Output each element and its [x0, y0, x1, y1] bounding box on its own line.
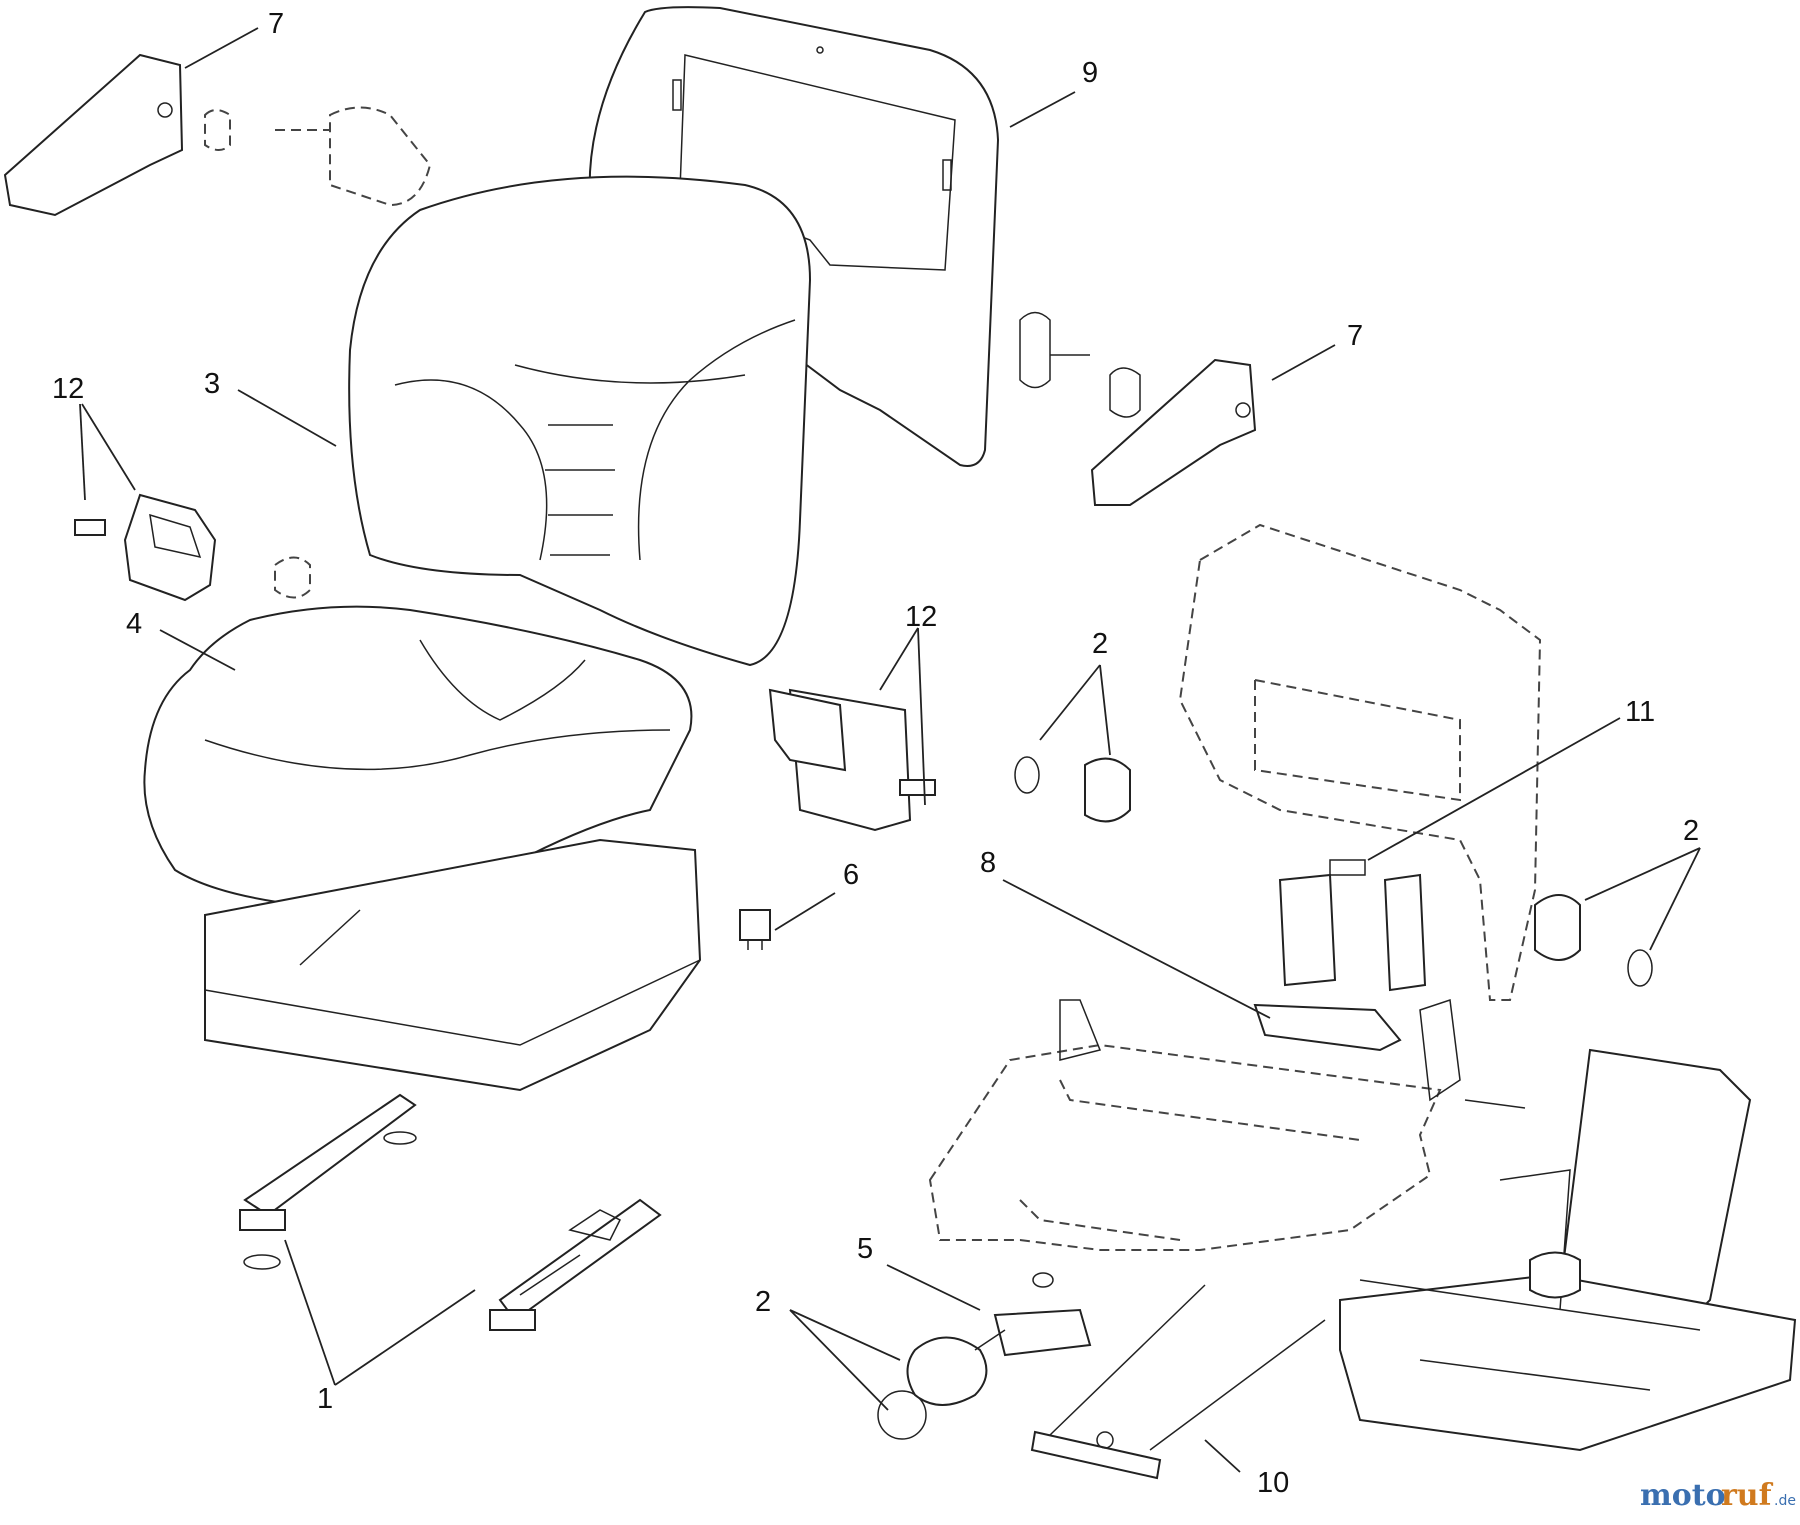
seat-frame-dashed: [928, 523, 1542, 1251]
knob-right-assembly: [1534, 894, 1653, 987]
belt-buckle-left: [74, 493, 311, 602]
callout-2-right: 2: [1683, 815, 1699, 847]
callout-7-right: 7: [1347, 320, 1363, 352]
belt-buckle-right: [768, 688, 936, 832]
seat-back: [348, 175, 812, 667]
svg-text:.de: .de: [1774, 1493, 1796, 1509]
suspension-base: [1339, 1048, 1797, 1452]
callout-11: 11: [1625, 696, 1655, 728]
callout-6: 6: [843, 859, 859, 891]
callout-leaders: [79, 27, 1701, 1473]
callout-4: 4: [126, 608, 142, 640]
callout-12-right: 12: [905, 601, 937, 633]
callout-1: 1: [317, 1383, 333, 1415]
svg-text:ruf: ruf: [1721, 1478, 1774, 1513]
release-rod: [1030, 1284, 1326, 1480]
callout-labels: 7 9 7 12 3 4 12 2 11 2 8 6 1 5 2 10: [52, 8, 1699, 1499]
armrest-left: [3, 53, 432, 217]
callout-10: 10: [1257, 1467, 1289, 1499]
callout-12-left: 12: [52, 373, 84, 405]
callout-2-bottom: 2: [755, 1286, 771, 1318]
seat-tracks: [239, 1093, 662, 1331]
callout-7-top-left: 7: [268, 8, 284, 40]
callout-2-left: 2: [1092, 628, 1108, 660]
callout-5: 5: [857, 1233, 873, 1265]
callout-3: 3: [204, 368, 220, 400]
callout-8: 8: [980, 847, 996, 879]
bracket-latch: [1253, 859, 1427, 1052]
seat-switch: [739, 909, 771, 950]
armrest-right: [1019, 311, 1257, 506]
link-knob-bottom: [877, 1272, 1092, 1440]
knob-left-assembly: [1014, 756, 1131, 823]
seat-cushion: [143, 605, 702, 1092]
watermark-logo: moto ruf .de: [1640, 1478, 1796, 1513]
svg-text:moto: moto: [1640, 1478, 1726, 1513]
callout-9: 9: [1082, 57, 1098, 89]
